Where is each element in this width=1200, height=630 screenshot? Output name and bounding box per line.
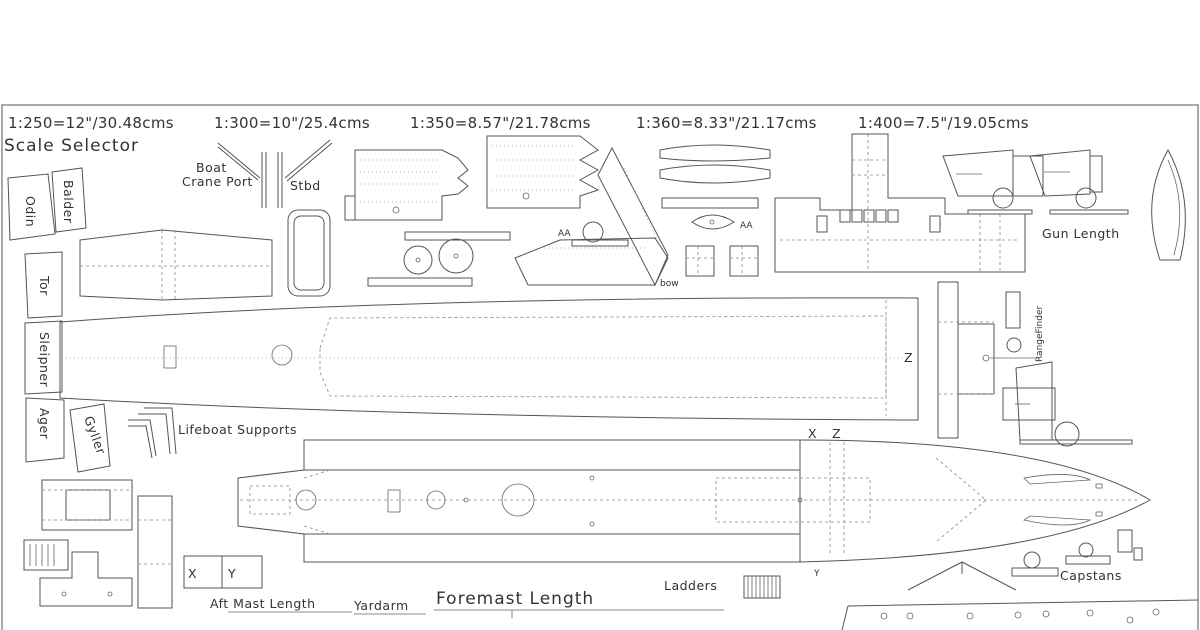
scale-1-300: 1:300=10"/25.4cms xyxy=(214,114,370,132)
sheet-border xyxy=(1,104,1199,630)
bow-piece: AA bow xyxy=(514,146,679,289)
aa-right-label: AA xyxy=(740,221,753,231)
stbd-label: Stbd xyxy=(290,178,321,193)
scale-1-400: 1:400=7.5"/19.05cms xyxy=(858,114,1029,132)
y-mark-label: Y xyxy=(813,569,820,579)
foremast-length-label: Foremast Length xyxy=(436,589,594,609)
bridge-superstructure xyxy=(774,133,1026,273)
scale-1-360: 1:360=8.33"/21.17cms xyxy=(636,114,817,132)
rangefinder-label: RangeFinder xyxy=(1035,305,1045,362)
main-hull: X Z Y xyxy=(237,426,1151,579)
box-y-label: Y xyxy=(227,566,236,581)
mast-length-labels: Aft Mast Length Yardarm Foremast Length xyxy=(210,589,724,618)
xy-box: X Y xyxy=(183,555,263,589)
aa-boat-parts: AA xyxy=(659,144,771,277)
scale-1-250: 1:250=12"/30.48cms xyxy=(8,114,174,132)
boat-label: Boat xyxy=(196,160,227,175)
crane-port-label: Crane Port xyxy=(182,174,253,189)
vertical-launch xyxy=(1151,148,1186,261)
capstans: Capstans xyxy=(841,529,1199,630)
bow-label: bow xyxy=(660,279,679,289)
x-mark-label: X xyxy=(808,426,817,441)
capstans-label: Capstans xyxy=(1060,568,1122,583)
rounded-lifeboat xyxy=(287,209,331,297)
boat-ager: Ager xyxy=(37,408,52,440)
aa-left-label: AA xyxy=(558,229,571,239)
z-hull-label: Z xyxy=(904,350,913,365)
z-mark-label: Z xyxy=(832,426,841,441)
lifeboat-panels: Odin Balder Tor Sleipner Ager Gyller xyxy=(7,167,111,473)
lower-left-parts xyxy=(23,479,173,609)
scale-header: 1:250=12"/30.48cms 1:300=10"/25.4cms 1:3… xyxy=(8,114,1029,132)
boat-crane-parts: Boat Crane Port Stbd xyxy=(182,139,333,208)
lifeboat-supports-label: Lifeboat Supports xyxy=(178,422,297,437)
scale-selector-title: Scale Selector xyxy=(4,136,139,156)
boat-balder: Balder xyxy=(61,180,76,224)
boat-tor: Tor xyxy=(37,275,52,296)
lifeboat-supports: Lifeboat Supports xyxy=(128,407,297,459)
box-x-label: X xyxy=(188,566,197,581)
aft-mast-length-label: Aft Mast Length xyxy=(210,596,316,611)
ladders-label: Ladders xyxy=(664,578,717,593)
boat-sleipner: Sleipner xyxy=(37,332,52,388)
scale-1-350: 1:350=8.57"/21.78cms xyxy=(410,114,591,132)
boat-odin: Odin xyxy=(23,196,38,227)
superstructure-pieces xyxy=(344,135,600,221)
gun-length-label: Gun Length xyxy=(1042,226,1120,241)
ladders: Ladders xyxy=(664,575,781,599)
boat-gyller: Gyller xyxy=(81,414,109,457)
yardarm-label: Yardarm xyxy=(353,598,409,613)
deck-panel xyxy=(79,229,273,301)
gun-turrets: Gun Length xyxy=(942,149,1129,241)
upper-deck-strip: Z xyxy=(59,297,919,421)
gun-mount-wheels xyxy=(367,231,511,287)
rangefinder-parts: RangeFinder xyxy=(937,281,1133,447)
